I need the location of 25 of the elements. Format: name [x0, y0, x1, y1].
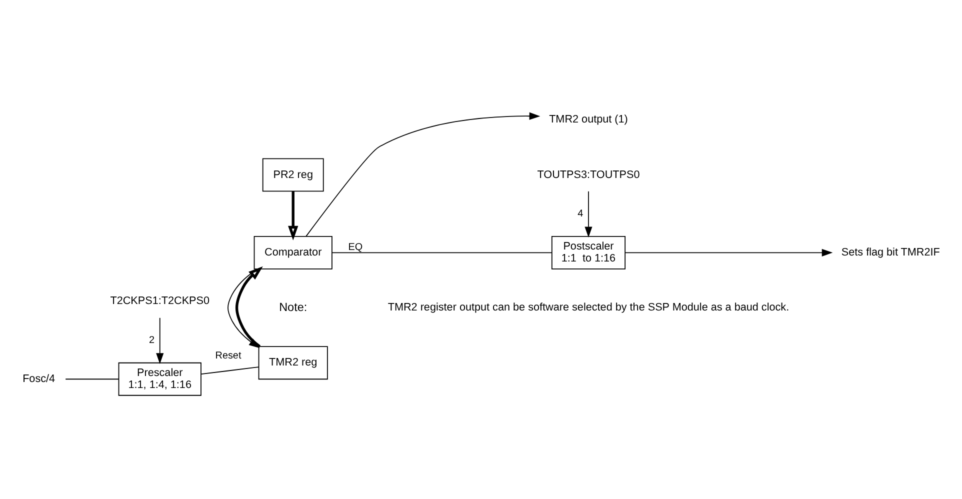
node-box: Prescaler 1:1, 1:4, 1:16 — [118, 362, 202, 396]
node-box: Comparator — [254, 236, 332, 270]
edge-label: EQ — [348, 242, 363, 253]
node-text: Fosc/4 — [22, 372, 56, 385]
label: Note: — [279, 300, 308, 314]
arrow — [288, 191, 298, 240]
arrow — [306, 112, 540, 237]
connector — [200, 366, 260, 375]
arrow — [235, 266, 263, 348]
node-text: T2CKPS1:T2CKPS0 — [110, 295, 210, 308]
node-box: Postscaler 1:1 to 1:16 — [551, 236, 626, 270]
arrow — [584, 190, 592, 238]
arrow — [624, 248, 833, 256]
node-box: TMR2 reg — [258, 346, 328, 380]
node-text: TOUTPS3:TOUTPS0 — [537, 168, 640, 181]
node-text: Sets flag bit TMR2IF — [841, 246, 940, 258]
edge-label: 4 — [578, 208, 584, 220]
edge-label: 2 — [148, 334, 155, 346]
connector — [65, 378, 120, 380]
node-box: PR2 reg — [262, 158, 324, 192]
connector — [332, 252, 552, 254]
node-text: TMR2 output (1) — [549, 114, 628, 126]
edge-label: Reset — [215, 350, 242, 362]
label: TMR2 register output can be software selected by the SSP Module as a baud clock. — [388, 302, 790, 314]
arrow — [156, 317, 164, 364]
